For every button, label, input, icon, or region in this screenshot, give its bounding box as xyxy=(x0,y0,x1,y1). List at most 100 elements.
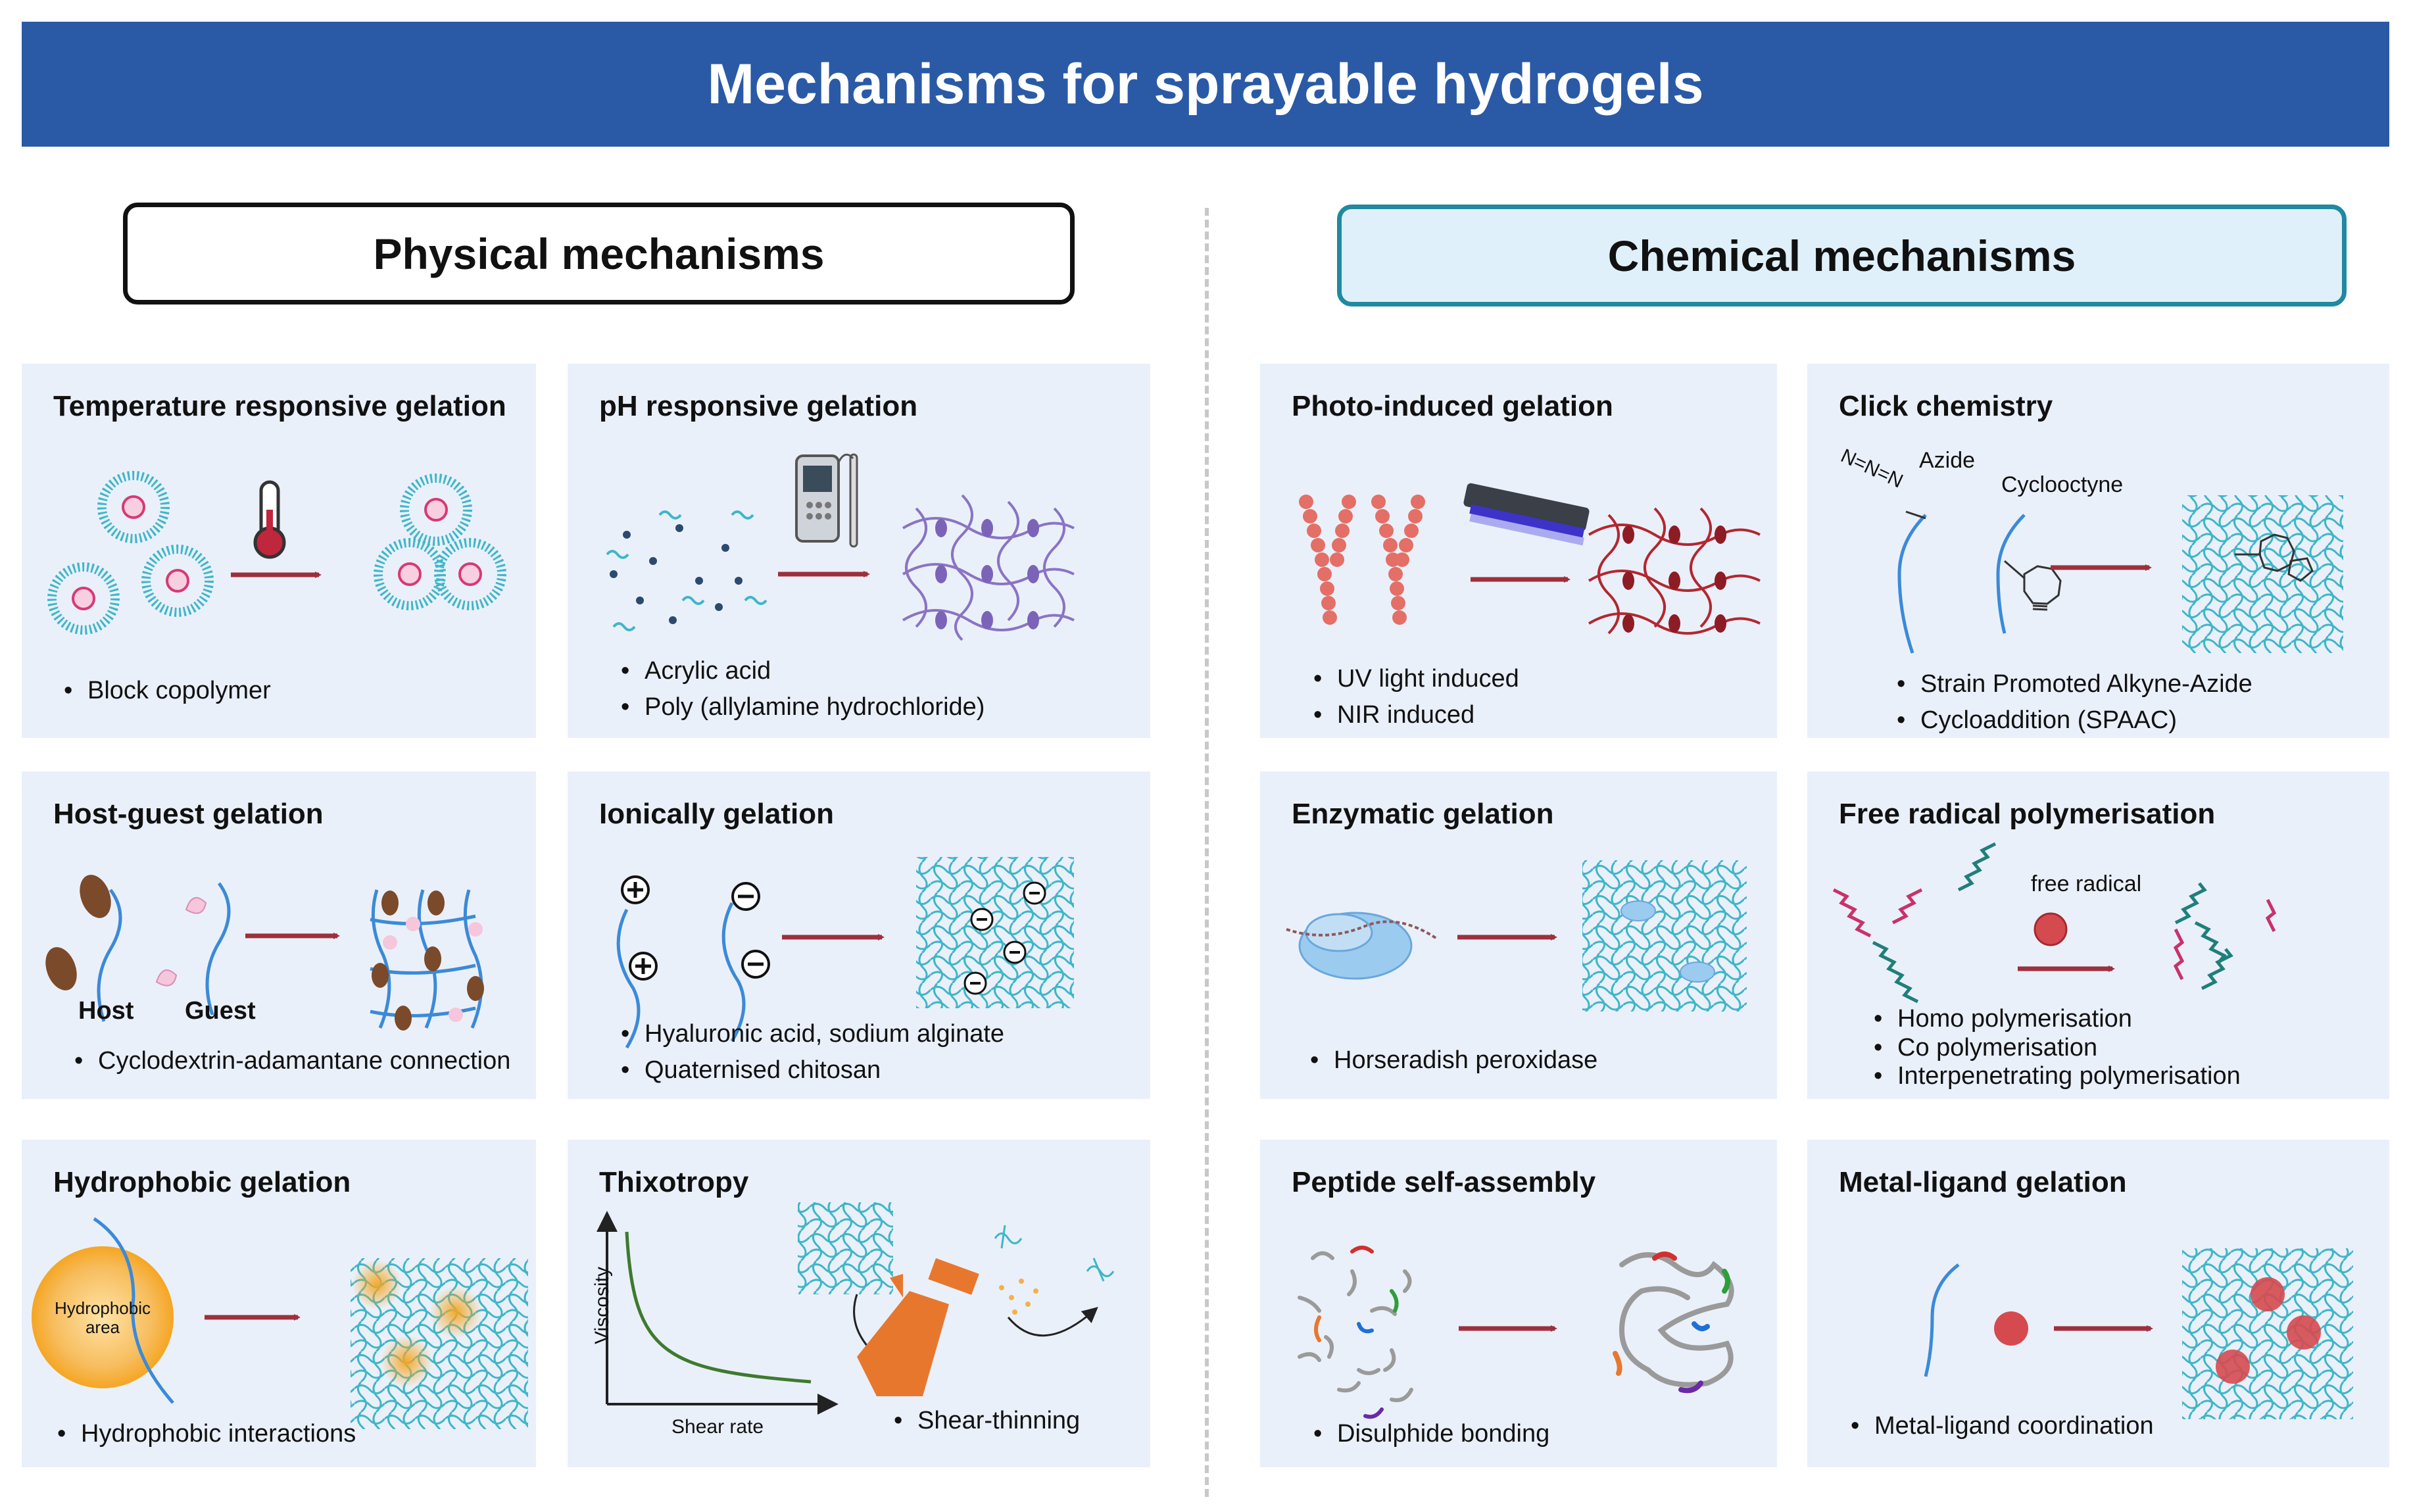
azide-label: Azide xyxy=(1919,448,1976,473)
bullet-list: Cyclodextrin-adamantane connection xyxy=(70,1043,510,1079)
photo-illustration xyxy=(1299,483,1761,635)
enzyme-icon xyxy=(1286,912,1439,980)
monomer-chains-icon xyxy=(1832,842,1997,1004)
bullet-list: Metal-ligand coordination xyxy=(1847,1408,2154,1444)
panel-title: Free radical polymerisation xyxy=(1839,798,2216,830)
list-item: Acrylic acid xyxy=(617,653,985,689)
network-icon xyxy=(902,494,1075,641)
free-radical-icon xyxy=(2034,912,2068,946)
positive-charge-icon xyxy=(621,875,658,981)
viscosity-graph xyxy=(597,1211,839,1415)
bullet-list: Hydrophobic interactions xyxy=(53,1416,356,1452)
list-item: NIR induced xyxy=(1309,697,1519,733)
polymer-chains-icon xyxy=(1299,495,1425,625)
host-icon xyxy=(45,875,111,990)
panel-host-guest-gelation: Host-guest gelation Host Guest Cyclodext… xyxy=(22,771,536,1099)
list-item: Block copolymer xyxy=(60,673,271,709)
gel-network-icon xyxy=(798,1202,893,1294)
bullet-list: Strain Promoted Alkyne-Azide Cycloadditi… xyxy=(1893,666,2253,739)
list-item: Cycloaddition (SPAAC) xyxy=(1893,702,2253,739)
host-label: Host xyxy=(78,997,134,1025)
bullet-list: UV light induced NIR induced xyxy=(1309,661,1519,733)
metal-ion-icon xyxy=(1994,1311,2028,1346)
assembled-fiber-icon xyxy=(1613,1252,1734,1394)
peptide-fragments-icon xyxy=(1298,1251,1413,1402)
panel-ph-gelation: pH responsive gelation xyxy=(568,364,1150,738)
hydrophobic-illustration xyxy=(32,1217,528,1429)
metal-ligand-illustration xyxy=(1924,1248,2353,1419)
panel-title: Metal-ligand gelation xyxy=(1839,1166,2127,1198)
y-axis-label: Viscosity xyxy=(591,1267,613,1344)
panel-ionic-gelation: Ionically gelation Hyaluronic acid, sodi… xyxy=(568,771,1150,1099)
free-radical-label: free radical xyxy=(2031,871,2142,896)
network-icon xyxy=(1588,507,1761,635)
guest-label: Guest xyxy=(185,997,256,1025)
panel-thixotropy: Thixotropy Viscosity Shear rate Shear-th… xyxy=(568,1140,1150,1467)
cyclooctyne-icon xyxy=(2004,560,2062,611)
bullet-list: Acrylic acid Poly (allylamine hydrochlor… xyxy=(617,653,985,725)
list-item: Shear-thinning xyxy=(890,1403,1080,1439)
list-item: Strain Promoted Alkyne-Azide xyxy=(1893,666,2253,702)
thermometer-icon xyxy=(253,480,286,559)
network-icon xyxy=(916,857,1074,1008)
list-item: Homo polymerisation xyxy=(1870,1005,2241,1034)
bullet-list: Horseradish peroxidase xyxy=(1306,1042,1597,1079)
monomer-dots xyxy=(610,524,743,624)
panel-title: Thixotropy xyxy=(599,1166,749,1198)
thixotropy-illustration xyxy=(597,1202,1115,1415)
list-item: Metal-ligand coordination xyxy=(1847,1408,2154,1444)
section-divider xyxy=(1205,208,1209,1497)
bullet-list: Block copolymer xyxy=(60,673,271,709)
panel-temperature-gelation: Temperature responsive gelation Block co… xyxy=(22,364,536,738)
panel-title: Hydrophobic gelation xyxy=(53,1166,351,1198)
panel-photo-gelation: Photo-induced gelation UV ligh xyxy=(1260,364,1777,738)
bullet-list: Shear-thinning xyxy=(890,1403,1080,1439)
list-item: Disulphide bonding xyxy=(1309,1416,1549,1452)
physical-mechanisms-header: Physical mechanisms xyxy=(123,203,1075,305)
panel-title: Temperature responsive gelation xyxy=(53,390,506,422)
metal-crosslink-icon xyxy=(2216,1277,2321,1384)
fragments-icon xyxy=(994,1225,1115,1282)
panel-free-radical-polymerisation: Free radical polymerisation free radical… xyxy=(1807,771,2389,1099)
peptide-illustration xyxy=(1298,1246,1734,1419)
list-item: Co polymerisation xyxy=(1870,1034,2241,1063)
hydrophobic-area-icon xyxy=(32,1246,174,1388)
panel-hydrophobic-gelation: Hydrophobic gelation Hydrophobic area Hy… xyxy=(22,1140,536,1467)
guest-icon xyxy=(155,897,207,987)
list-item: Horseradish peroxidase xyxy=(1306,1042,1597,1079)
hydrophobic-domain-icon xyxy=(352,1259,482,1388)
spray-bottle-icon xyxy=(857,1258,979,1396)
panel-peptide-self-assembly: Peptide self-assembly Disulphide bonding xyxy=(1260,1140,1777,1467)
panel-click-chemistry: Click chemistry N=N=N Azide Cyclooctyne … xyxy=(1807,364,2389,739)
chemical-mechanisms-header: Chemical mechanisms xyxy=(1337,205,2347,306)
list-item: Cyclodextrin-adamantane connection xyxy=(70,1043,510,1079)
panel-metal-ligand-gelation: Metal-ligand gelation Metal-ligand coord… xyxy=(1807,1140,2389,1467)
polymer-network-icon xyxy=(2173,882,2277,990)
bullet-list: Disulphide bonding xyxy=(1309,1416,1549,1452)
free-radical-illustration xyxy=(1832,842,2277,1004)
cyclooctyne-label: Cyclooctyne xyxy=(2001,472,2124,497)
hydrophobic-area-label: Hydrophobic area xyxy=(55,1298,151,1337)
panel-enzymatic-gelation: Enzymatic gelation Horseradish peroxidas… xyxy=(1260,771,1777,1099)
list-item: Quaternised chitosan xyxy=(617,1052,1004,1088)
micelle-icon xyxy=(47,471,506,635)
panel-title: Peptide self-assembly xyxy=(1292,1166,1596,1198)
panel-title: Photo-induced gelation xyxy=(1292,390,1613,422)
network-icon xyxy=(1582,860,1747,1012)
page-title: Mechanisms for sprayable hydrogels xyxy=(22,22,2389,147)
panel-title: Ionically gelation xyxy=(599,798,834,830)
uv-lamp-icon xyxy=(1463,483,1590,546)
triazole-icon xyxy=(2235,533,2314,582)
enzymatic-illustration xyxy=(1286,860,1747,1012)
x-axis-label: Shear rate xyxy=(671,1416,764,1438)
list-item: Interpenetrating polymerisation xyxy=(1870,1062,2241,1091)
ph-illustration xyxy=(606,453,1075,641)
panel-title: Click chemistry xyxy=(1839,390,2053,422)
click-illustration xyxy=(1897,495,2343,654)
panel-title: Host-guest gelation xyxy=(53,798,324,830)
network-icon xyxy=(2182,495,2343,653)
list-item: UV light induced xyxy=(1309,661,1519,697)
host-guest-illustration xyxy=(45,875,484,1031)
ph-meter-icon xyxy=(795,453,858,548)
bullet-list: Hyaluronic acid, sodium alginate Quatern… xyxy=(617,1016,1004,1088)
